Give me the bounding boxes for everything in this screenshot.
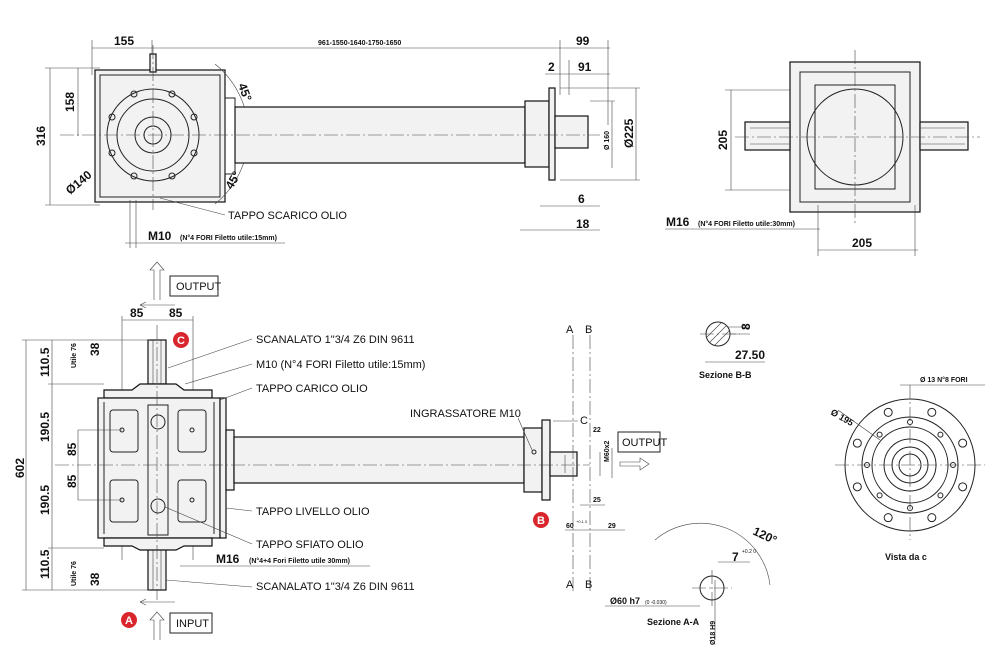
badge-c-label: C — [177, 335, 185, 347]
dim-205-vertical: 205 — [716, 130, 730, 150]
section-a-bottom: A — [566, 579, 574, 591]
callout-tappo-sfiato: TAPPO SFIATO OLIO — [256, 539, 364, 551]
dim-190-5-bottom: 190.5 — [38, 485, 52, 515]
output-arrow-right-icon — [619, 457, 650, 471]
badge-b — [533, 512, 549, 528]
dim-27-50: 27.50 — [735, 348, 765, 362]
dim-d60-tolerance: (0 -0.030) — [645, 600, 667, 606]
dim-60-tolerance: +0.1 0 — [576, 519, 588, 524]
section-aa-title: Sezione A-A — [647, 617, 700, 627]
label-m16-note: (N°4+4 Fori Filetto utile 30mm) — [249, 557, 350, 565]
dim-155: 155 — [114, 34, 134, 48]
side-view: 205 205 M16 (N°4 FORI Filetto utile:30mm… — [665, 50, 980, 256]
dim-205-horizontal: 205 — [852, 236, 872, 250]
label-tappo-scarico: TAPPO SCARICO OLIO — [228, 210, 347, 222]
callout-spline-top: SCANALATO 1"3/4 Z6 DIN 9611 — [256, 334, 415, 346]
dim-utile-76-bottom: Utile 76 — [71, 561, 78, 586]
dim-d160: Ø 160 — [604, 131, 611, 150]
dim-85-right: 85 — [169, 306, 183, 320]
section-aa: 120° 7 +0.2 0 Ø60 h7 (0 -0.030) Ø18 H9 S… — [605, 522, 780, 645]
callout-spline-bottom: SCANALATO 1"3/4 Z6 DIN 9611 — [256, 581, 415, 593]
dim-d140: Ø140 — [63, 167, 95, 197]
angle-120: 120° — [751, 524, 780, 547]
output-shaft-detail: A B A B INGRASSATORE M10 C 22 M60x2 OUTP… — [410, 324, 668, 592]
badge-a — [121, 612, 137, 628]
label-holes: Ø 13 N°8 FORI — [920, 376, 968, 384]
output-label-right: OUTPUT — [622, 437, 668, 449]
dim-38-bottom: 38 — [88, 572, 102, 586]
bolt-hole — [927, 407, 937, 417]
dim-d60-h7: Ø60 h7 — [610, 596, 640, 606]
bolt-hole — [883, 513, 893, 523]
dim-158: 158 — [63, 92, 77, 112]
dim-d225: Ø225 — [622, 118, 636, 148]
dim-60: 60 — [566, 523, 574, 530]
output-arrow-icon — [149, 261, 165, 300]
input-arrow-icon — [149, 611, 165, 640]
dim-110-5-top: 110.5 — [38, 347, 52, 377]
bolt-hole — [937, 431, 944, 438]
label-m16-note: (N°4 FORI Filetto utile:30mm) — [698, 220, 795, 228]
callout-tappo-carico: TAPPO CARICO OLIO — [256, 383, 368, 395]
dim-99: 99 — [576, 34, 590, 48]
dim-85-vertical-top: 85 — [65, 442, 79, 456]
dim-18: 18 — [576, 217, 590, 231]
bolt-hole — [958, 438, 968, 448]
section-b-bottom: B — [585, 579, 592, 591]
dim-38-top: 38 — [88, 342, 102, 356]
dim-7-tolerance: +0.2 0 — [742, 549, 756, 555]
bolt-hole — [876, 431, 883, 438]
view-c-title: Vista da c — [885, 552, 927, 562]
dim-110-5-bottom: 110.5 — [38, 549, 52, 579]
angle-45-top: 45° — [235, 81, 254, 103]
section-a-top: A — [566, 324, 574, 336]
bolt-hole — [883, 407, 893, 417]
angle-45-bottom: 45° — [222, 169, 243, 192]
label-m16: M16 — [216, 552, 240, 566]
dim-d195: Ø 195 — [829, 407, 855, 428]
bolt-hole — [852, 482, 862, 492]
dim-85-left: 85 — [130, 306, 144, 320]
dim-m60x2: M60x2 — [604, 440, 611, 462]
dim-utile-76-top: Utile 76 — [71, 343, 78, 368]
callout-m10: M10 (N°4 FORI Filetto utile:15mm) — [256, 359, 425, 371]
view-from-c: Ø 13 N°8 FORI Ø 195 Vista da c — [829, 376, 985, 562]
label-ingrassatore: INGRASSATORE M10 — [410, 408, 521, 420]
output-label: OUTPUT — [176, 281, 222, 293]
dim-602: 602 — [13, 458, 27, 478]
bolt-hole — [927, 513, 937, 523]
section-b-top: B — [585, 324, 592, 336]
label-m10-note: (N°4 FORI Filetto utile:15mm) — [180, 234, 277, 242]
section-bb-title: Sezione B-B — [699, 370, 752, 380]
dim-6: 6 — [578, 192, 585, 206]
label-m16: M16 — [666, 215, 690, 229]
dim-d18-h9: Ø18 H9 — [710, 621, 717, 645]
front-view: OUTPUT 85 85 C — [13, 261, 590, 640]
dim-22: 22 — [593, 427, 601, 434]
dim-7: 7 — [732, 550, 739, 564]
dim-25: 25 — [593, 497, 601, 504]
dim-316: 316 — [34, 126, 48, 146]
dim-190-5-top: 190.5 — [38, 412, 52, 442]
view-c-marker: C — [580, 415, 588, 427]
badge-b-label: B — [537, 515, 545, 527]
dim-length-options: 961-1550-1640-1750-1650 — [318, 40, 401, 47]
dim-29: 29 — [608, 523, 616, 530]
bolt-hole — [876, 492, 883, 499]
top-view: 155 961-1550-1640-1750-1650 99 2 91 316 … — [34, 34, 640, 248]
dim-85-vertical-bottom: 85 — [65, 474, 79, 488]
bolt-hole — [958, 482, 968, 492]
section-bb: 8 27.50 Sezione B-B — [699, 321, 765, 380]
input-label: INPUT — [176, 618, 209, 630]
callout-tappo-livello: TAPPO LIVELLO OLIO — [256, 506, 370, 518]
dim-91: 91 — [578, 60, 592, 74]
badge-a-label: A — [125, 615, 133, 627]
badge-c — [173, 332, 189, 348]
bolt-hole — [852, 438, 862, 448]
bolt-hole — [937, 492, 944, 499]
label-m10: M10 — [148, 229, 172, 243]
dim-2: 2 — [548, 60, 555, 74]
dim-8: 8 — [739, 323, 753, 330]
